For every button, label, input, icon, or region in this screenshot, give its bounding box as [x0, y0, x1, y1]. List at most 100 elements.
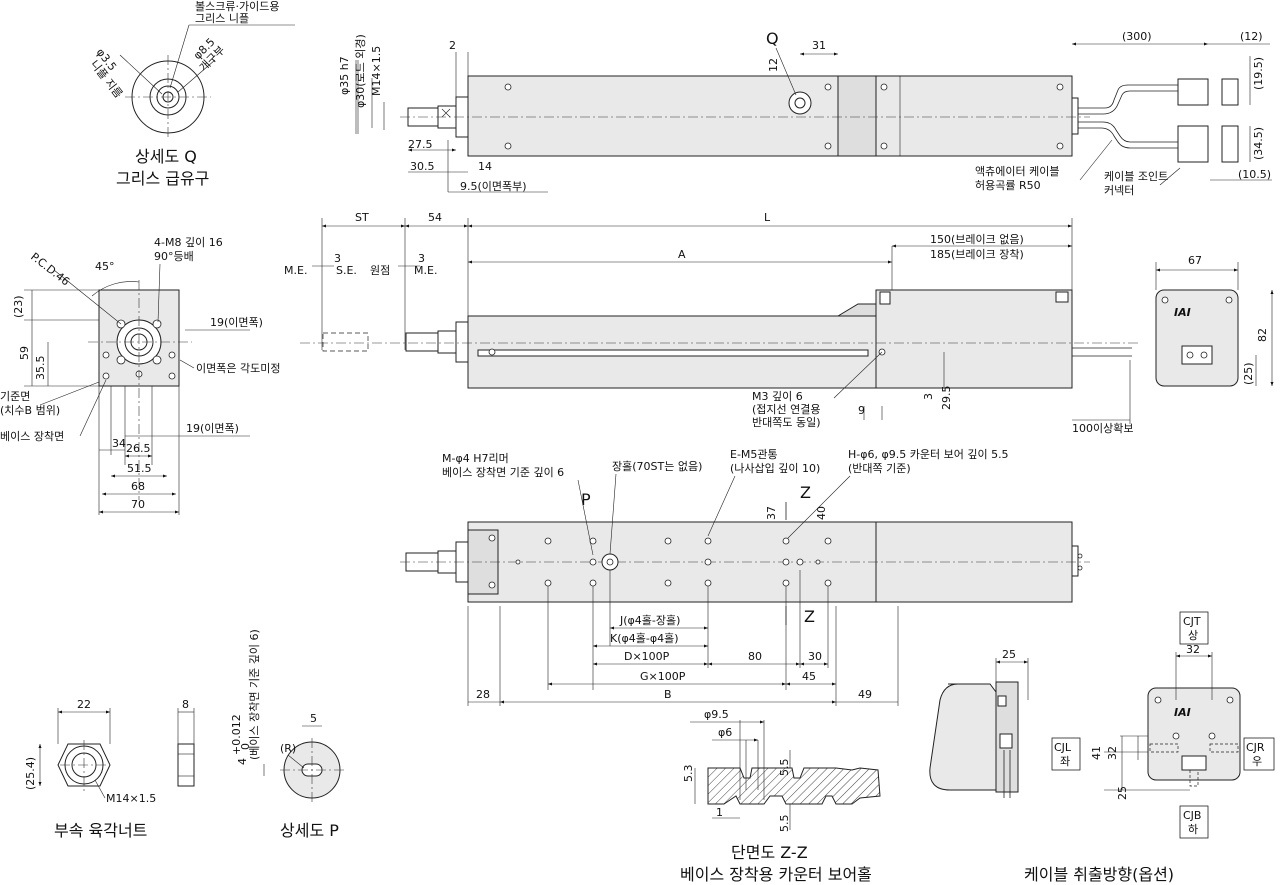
reamer-label-1: M-φ4 H7리머	[442, 452, 509, 465]
dim-32: 32	[1186, 643, 1200, 656]
dim-12p: (12)	[1240, 30, 1263, 43]
iai-logo: IAI	[1174, 306, 1191, 319]
deg45-label: 45°	[95, 260, 115, 273]
m3-label-2: (접지선 연결용	[752, 403, 821, 416]
cjr-label-1: CJR	[1246, 741, 1265, 754]
dim-1: 1	[716, 806, 723, 819]
top-view: φ35 h7 φ30(로드 외경) M14×1.5 2 Q 31 12 (300…	[338, 29, 1272, 197]
phi35h7-label: φ35 h7	[338, 56, 351, 95]
dim-295: 29.5	[940, 386, 953, 411]
cjt-label-1: CJT	[1183, 615, 1201, 628]
dim-45: 45	[802, 670, 816, 683]
dim-25: 25	[1002, 648, 1016, 661]
dim-515: 51.5	[127, 462, 152, 475]
grease-nipple-label: 그리스 니플	[195, 12, 249, 25]
z-marker-bottom: Z	[804, 607, 815, 626]
cable-direction-view: 25 IAI CJT 상 32 41 32 25 CJL 좌 CJR 우 CJB…	[929, 611, 1275, 884]
phi95-label: φ9.5	[704, 708, 729, 721]
brake-none-label: 150(브레이크 없음)	[930, 233, 1024, 246]
detail-q-view: 볼스크류·가이드용 그리스 니플 φ3.5 니플 지름 φ8.5 개구부 상세도…	[88, 0, 295, 188]
dim-31: 31	[812, 39, 826, 52]
dim-k: K(φ4홀-φ4홀)	[610, 632, 679, 645]
section-zz: φ9.5 φ6 5.3 5.5 1 5.5 단면도 Z-Z 베이스 장착용 카운…	[680, 708, 881, 884]
phi6-label: φ6	[718, 726, 732, 739]
dim-28: 28	[476, 688, 490, 701]
base-mount-label: 베이스 장착면	[0, 430, 64, 443]
dim-68: 68	[131, 480, 145, 493]
hex-nut: 22 8 (25.4) M14×1.5 부속 육각너트	[24, 698, 195, 840]
dim-4: 4	[236, 758, 249, 765]
reamer-label-2: 베이스 장착면 기준 깊이 6	[442, 466, 564, 479]
m14-label: M14×1.5	[370, 46, 383, 96]
tol-up: +0.012	[230, 714, 243, 755]
cjb-label-2: 하	[1188, 822, 1198, 836]
dim-37: 37	[765, 506, 778, 520]
dim-54: 54	[428, 211, 442, 224]
m3-label-3: 반대쪽도 동일)	[752, 415, 821, 429]
brake-with-label: 185(브레이크 장착)	[930, 248, 1024, 261]
dim-a: A	[678, 248, 686, 261]
dim-3-left: 3	[334, 252, 341, 265]
side-view: ST 54 L 150(브레이크 없음) 185(브레이크 장착) A M.E.…	[284, 211, 1140, 435]
cjr-label-2: 우	[1252, 755, 1262, 768]
phi30-label: φ30(로드 외경)	[354, 34, 367, 108]
q-marker: Q	[766, 29, 779, 48]
nut-title: 부속 육각너트	[54, 821, 147, 840]
detail-q-subtitle: 그리스 급유구	[116, 169, 209, 188]
p-marker: P	[581, 490, 591, 509]
dim-53: 5.3	[682, 765, 695, 783]
r-label: (R)	[280, 742, 296, 755]
iai-logo-small: IAI	[1174, 706, 1191, 719]
dim-25b: 25	[1116, 786, 1129, 800]
h-label-1: H-φ6, φ9.5 카운터 보어 깊이 5.5	[848, 448, 1009, 461]
m3-label-1: M3 깊이 6	[752, 390, 803, 403]
me-label-right: M.E.	[414, 264, 437, 277]
dim-40: 40	[815, 506, 828, 520]
dim-l: L	[764, 211, 771, 224]
dim-gx100: G×100P	[640, 670, 686, 683]
detail-p-title: 상세도 P	[280, 821, 339, 840]
end-view-left: 45° P.C.D.46 4-M8 깊이 16 90°등배 (23) 59 35…	[0, 236, 280, 515]
e-m5-label-2: (나사삽입 깊이 10)	[730, 462, 820, 475]
detail-p-view: (베이스 장착면 기준 깊이 6) 4 +0.012 0 5 (R) 상세도 P	[230, 629, 346, 840]
dim-55b: 5.5	[778, 815, 791, 833]
width-19a: 19(이면폭)	[210, 316, 263, 329]
dim-9: 9	[858, 404, 865, 417]
cable-joint-label-2: 커넥터	[1104, 184, 1134, 197]
dim-30: 30	[808, 650, 822, 663]
dim-5: 5	[310, 712, 317, 725]
dim-2: 2	[449, 39, 456, 52]
dim-3b: 3	[922, 393, 935, 400]
dim-300: (300)	[1122, 30, 1152, 43]
bolt-grease-label: 볼스크류·가이드용	[195, 0, 279, 13]
cable-dir-title: 케이블 취출방향(옵션)	[1024, 865, 1174, 884]
dim-b: B	[664, 688, 672, 701]
m8-label-2: 90°등배	[154, 250, 194, 263]
detail-q-title: 상세도 Q	[135, 147, 197, 166]
ref-label-2: (치수B 범위)	[0, 404, 60, 417]
dim-25p: (25)	[1242, 362, 1255, 385]
dim-67: 67	[1188, 254, 1202, 267]
me-label-left: M.E.	[284, 264, 307, 277]
dim-305: 30.5	[410, 160, 435, 173]
dim-49: 49	[858, 688, 872, 701]
slot-label: 장홀(70ST는 없음)	[612, 460, 702, 473]
cjb-label-1: CJB	[1183, 809, 1201, 822]
dim-80: 80	[748, 650, 762, 663]
dim-195: (19.5)	[1252, 57, 1265, 90]
cable-bend-label-2: 허용곡률 R50	[975, 179, 1041, 192]
m8-label-1: 4-M8 깊이 16	[154, 236, 223, 249]
dim-355: 35.5	[34, 356, 47, 381]
dim-14: 14	[478, 160, 492, 173]
dim-j: J(φ4홀-장홀)	[619, 614, 680, 627]
h-label-2: (반대쪽 기준)	[848, 462, 911, 475]
dim-st: ST	[355, 211, 369, 224]
dim-100: 100이상확보	[1072, 422, 1133, 435]
cable-bend-label-1: 액츄에이터 케이블	[975, 165, 1059, 178]
dim-105: (10.5)	[1238, 168, 1271, 181]
e-m5-label-1: E-M5관통	[730, 448, 778, 461]
m14b-label: M14×1.5	[106, 792, 156, 805]
width-19b: 19(이면폭)	[186, 422, 239, 435]
cjt-label-2: 상	[1188, 629, 1198, 642]
